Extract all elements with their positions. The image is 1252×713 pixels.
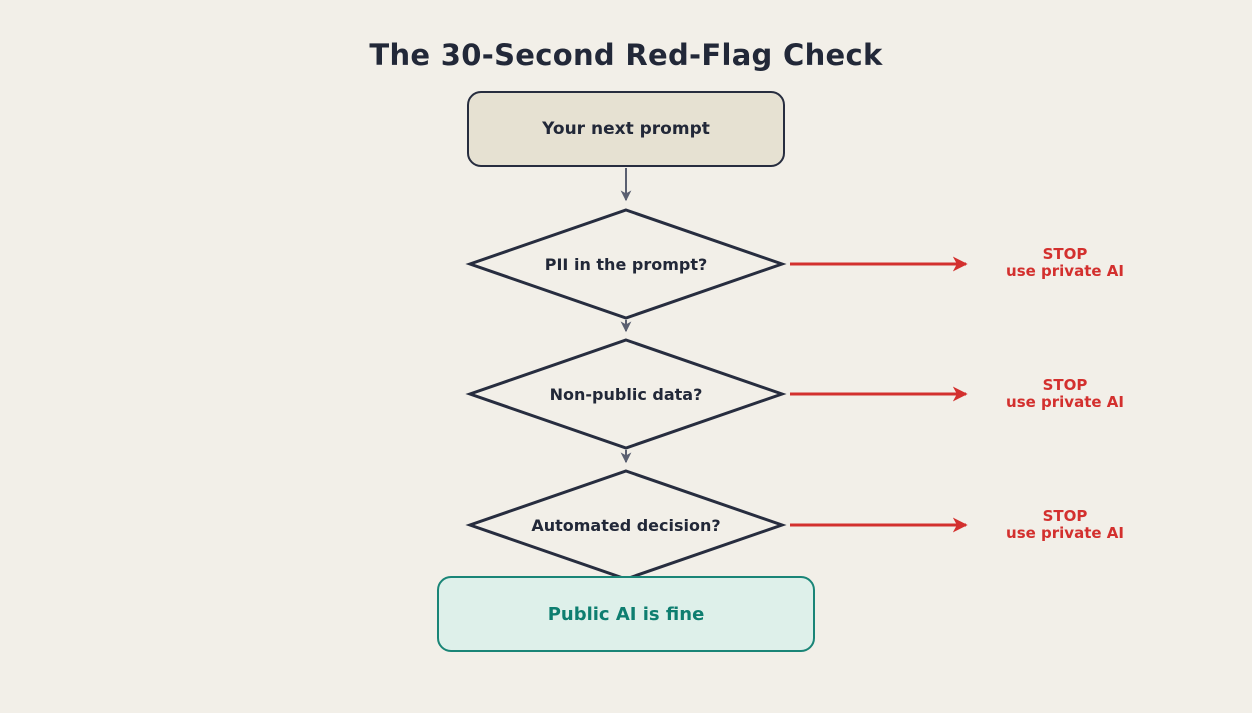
stop-label-1-line2: use private AI: [1006, 262, 1124, 280]
decision2-label: Non-public data?: [549, 384, 703, 404]
stop-label-2-line1: STOP: [1042, 376, 1088, 394]
stop-label-1: STOP use private AI: [965, 246, 1165, 280]
end-node-label: Public AI is fine: [547, 603, 705, 625]
decision2-diamond-shape: [465, 338, 787, 450]
stop-label-2: STOP use private AI: [965, 377, 1165, 411]
start-node-label: Your next prompt: [542, 119, 710, 139]
decision3-label: Automated decision?: [531, 515, 721, 535]
end-node: Public AI is fine: [437, 576, 815, 652]
stop-label-1-line1: STOP: [1042, 245, 1088, 263]
start-node: Your next prompt: [467, 91, 785, 167]
diagram-title: The 30-Second Red-Flag Check: [369, 38, 883, 72]
stop-label-3: STOP use private AI: [965, 508, 1165, 542]
decision1-diamond-shape: [465, 208, 787, 320]
stop-label-3-line2: use private AI: [1006, 524, 1124, 542]
stop-label-2-line2: use private AI: [1006, 393, 1124, 411]
stop-label-3-line1: STOP: [1042, 507, 1088, 525]
decision1-label: PII in the prompt?: [544, 254, 708, 274]
